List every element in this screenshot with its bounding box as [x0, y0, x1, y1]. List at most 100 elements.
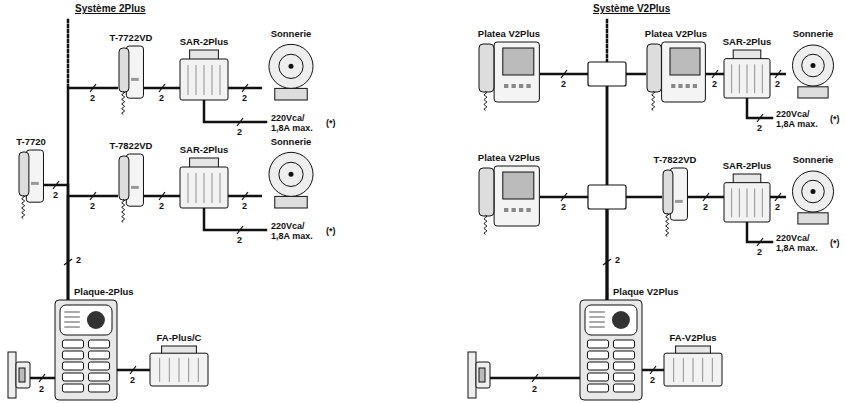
intercom-handset-drawing [662, 168, 688, 226]
wire-count: 2 [89, 201, 96, 211]
mains-rating: 220Vca/ 1,8A max. [775, 109, 831, 129]
wire-tick [237, 226, 243, 234]
video-monitor: Platea V2Plus [478, 42, 540, 102]
relay-module: SAR-2Plus [180, 50, 228, 100]
device-label: Platea V2Plus [478, 152, 540, 163]
bell-symbol: Sonnerie [262, 150, 320, 208]
device-label: SAR-2Plus [723, 36, 772, 47]
intercom-handset-drawing [18, 150, 44, 208]
device-label: SAR-2Plus [723, 160, 772, 171]
mains-rating: 220Vca/ 1,8A max. [775, 233, 831, 253]
relay-module-drawing [180, 50, 228, 100]
video-monitor: Platea V2Plus [646, 42, 706, 102]
wire-count: 2 [649, 375, 656, 385]
wire-tick [650, 366, 656, 374]
device-label: T-7822VD [654, 154, 697, 165]
wire-tick [53, 181, 59, 189]
relay-module: SAR-2Plus [724, 50, 770, 98]
relay-module-drawing [724, 174, 770, 222]
intercom-handset: T-7722VD [118, 46, 144, 104]
wire-count: 2 [702, 202, 709, 212]
device-label: Sonnerie [271, 136, 312, 147]
video-distributor [588, 62, 626, 86]
wire-tick [561, 193, 567, 201]
wire-tick [130, 366, 136, 374]
device-label: Sonnerie [793, 28, 834, 39]
system-title: Système V2Plus [592, 3, 671, 15]
footnote-mark: (*) [325, 118, 337, 128]
two-wire-bus [68, 88, 118, 300]
wire-tick [532, 374, 538, 382]
wire-count: 2 [531, 384, 538, 394]
door-lock [8, 352, 30, 398]
wire-tick [775, 70, 781, 78]
wire-tick [90, 192, 96, 200]
device-label: Plaque V2Plus [613, 286, 678, 297]
device-label: SAR-2Plus [180, 36, 229, 47]
mains-wire [747, 222, 772, 242]
two-wire-bus [68, 196, 118, 300]
intercom-handset: T-7720 [18, 150, 44, 208]
wire-tick [90, 84, 96, 92]
wire-count: 2 [52, 190, 59, 200]
door-panel: Plaque V2Plus [580, 300, 642, 400]
door-lock [468, 352, 490, 398]
device-label: T-7822VD [110, 140, 153, 151]
two-wire-bus [540, 197, 607, 300]
wire-count: 2 [560, 202, 567, 212]
wire-tick [757, 238, 763, 246]
wire-tick [561, 70, 567, 78]
intercom-handset: T-7822VD [118, 154, 144, 212]
device-label: T-7720 [16, 136, 46, 147]
bell-symbol: Sonnerie [262, 42, 320, 100]
intercom-handset-drawing [118, 154, 144, 212]
wire-count: 2 [711, 79, 718, 89]
wire-count: 2 [241, 93, 248, 103]
bell-symbol: Sonnerie [786, 168, 840, 224]
bell-symbol-drawing [262, 42, 320, 100]
wire-count: 2 [89, 93, 96, 103]
video-monitor-drawing [478, 42, 540, 102]
wire-tick [237, 118, 243, 126]
footnote-mark: (*) [829, 114, 841, 124]
bus-continuation [67, 20, 70, 86]
wire-tick [757, 114, 763, 122]
wire-tick [242, 84, 248, 92]
bell-symbol-drawing [786, 168, 840, 224]
device-label: Platea V2Plus [645, 28, 707, 39]
system-title: Système 2Plus [74, 3, 147, 15]
wire-tick [39, 374, 45, 382]
device-label: Sonnerie [793, 154, 834, 165]
wire-tick [712, 70, 718, 78]
relay-module: SAR-2Plus [724, 174, 770, 222]
relay-module-drawing [724, 50, 770, 98]
video-monitor-drawing [478, 166, 540, 226]
device-label: T-7722VD [110, 32, 153, 43]
wire-count: 2 [236, 127, 243, 137]
device-label: FA-Plus/C [157, 332, 202, 343]
wire-count: 2 [614, 255, 621, 265]
bell-symbol-drawing [786, 42, 840, 98]
wire-count: 2 [756, 247, 763, 257]
device-label: Plaque-2Plus [74, 286, 134, 297]
wire-count: 2 [774, 79, 781, 89]
door-panel: Plaque-2Plus [55, 300, 117, 400]
mains-wire [204, 208, 266, 230]
intercom-handset-drawing [118, 46, 144, 104]
device-label: Platea V2Plus [478, 28, 540, 39]
device-label: Sonnerie [271, 28, 312, 39]
footnote-mark: (*) [325, 226, 337, 236]
mains-rating: 220Vca/ 1,8A max. [270, 221, 326, 241]
wire-tick [703, 193, 709, 201]
wire-tick [159, 84, 165, 92]
wire-count: 2 [129, 375, 136, 385]
power-supply-drawing [664, 346, 722, 386]
door-panel-drawing [580, 300, 642, 400]
wire-tick [775, 193, 781, 201]
device-label: SAR-2Plus [180, 144, 229, 155]
wire-count: 2 [241, 201, 248, 211]
wire-count: 2 [756, 123, 763, 133]
wire-count: 2 [75, 255, 82, 265]
video-distributor [588, 185, 626, 209]
